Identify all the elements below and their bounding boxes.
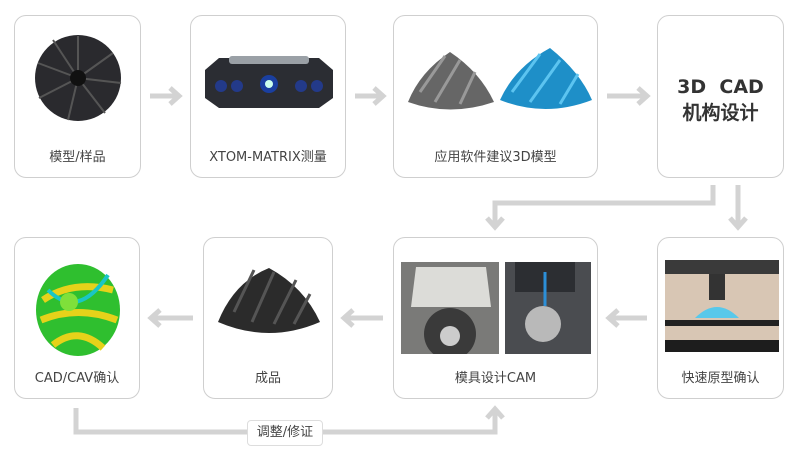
impeller-models-image <box>408 48 592 110</box>
step-reverse-modeling: 应用软件建议3D模型 <box>393 15 598 178</box>
3d-printer-photo <box>665 260 779 352</box>
cad-title-line2: 机构设计 <box>682 102 759 124</box>
cnc-machining-photo <box>505 262 591 354</box>
step-rapid-prototype: 快速原型确认 <box>657 237 784 399</box>
cad-title-line1: 3D CAD <box>677 76 764 98</box>
impeller-sample-image <box>35 35 122 121</box>
arrow-prototype-cam <box>605 308 647 328</box>
step-label: 模具设计CAM <box>454 371 537 386</box>
step-mold-cam: 模具设计CAM <box>393 237 598 399</box>
step-cad-verify: CAD/CAV确认 <box>14 237 140 399</box>
arrow-2-3 <box>355 86 387 106</box>
arrow-cam-product <box>340 308 383 328</box>
step-label: CAD/CAV确认 <box>34 371 120 386</box>
step-label: XTOM-MATRIX测量 <box>209 150 327 165</box>
step-label: 模型/样品 <box>49 150 106 165</box>
step-cad-design: 3D CAD 机构设计 <box>657 15 784 178</box>
arrow-product-verify <box>147 308 193 328</box>
arrow-1-2 <box>150 86 183 106</box>
step-label: 成品 <box>254 371 281 386</box>
arrow-3-4 <box>607 86 651 106</box>
arrow-4-prototype <box>728 185 748 231</box>
step-label: 快速原型确认 <box>681 371 760 386</box>
color-map-impeller-image <box>36 264 120 356</box>
step-measure: XTOM-MATRIX测量 <box>190 15 346 178</box>
step-model: 模型/样品 <box>14 15 141 178</box>
arrow-4-cam <box>485 185 716 231</box>
mold-photo <box>401 262 499 354</box>
feedback-label: 调整/修证 <box>247 420 323 446</box>
step-label: 应用软件建议3D模型 <box>434 150 557 165</box>
scanner-image <box>205 56 333 108</box>
step-product: 成品 <box>203 237 333 399</box>
finished-impeller-image <box>218 268 320 333</box>
cad-title: 3D CAD 机构设计 <box>658 74 783 126</box>
